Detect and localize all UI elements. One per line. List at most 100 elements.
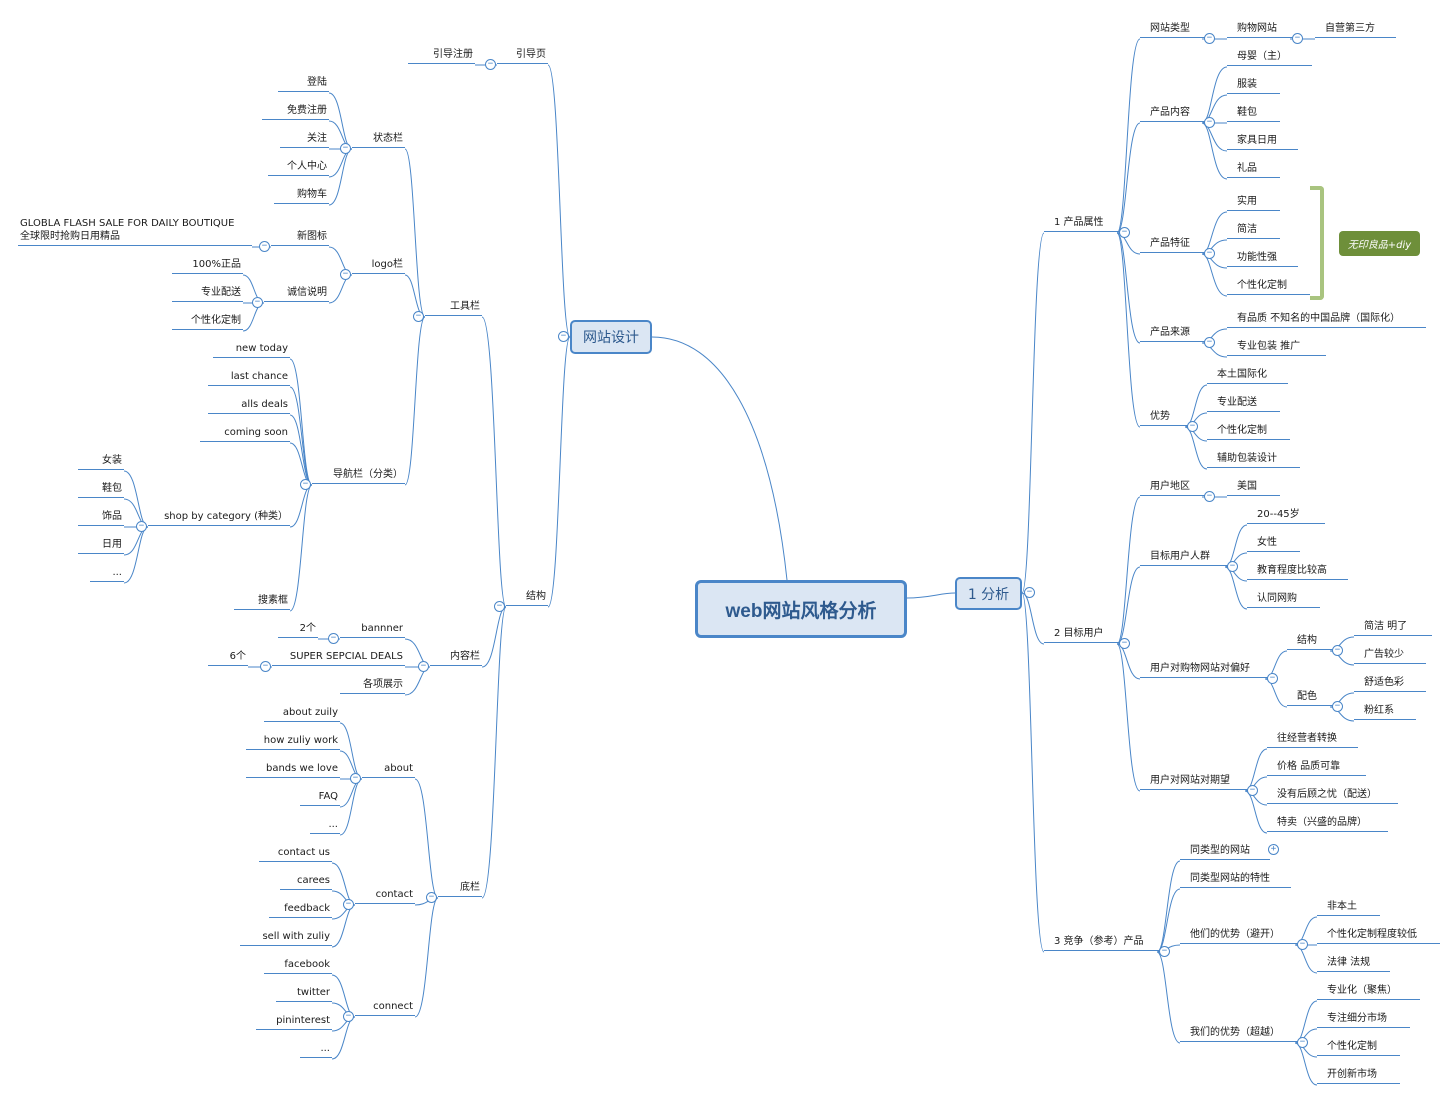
node-product-content[interactable]: 产品内容 bbox=[1140, 106, 1210, 122]
node-connect-more[interactable]: ... bbox=[300, 1042, 332, 1058]
node-comfortable[interactable]: 舒适色彩 bbox=[1354, 676, 1426, 692]
node-displays[interactable]: 各项展示 bbox=[340, 678, 405, 694]
node-search-box[interactable]: 搜素框 bbox=[234, 594, 290, 610]
node-follow[interactable]: 关注 bbox=[280, 132, 329, 148]
collapse-toggle-icon[interactable]: − bbox=[413, 311, 424, 322]
node-practical[interactable]: 实用 bbox=[1227, 195, 1280, 211]
collapse-toggle-icon[interactable]: − bbox=[1297, 1037, 1308, 1048]
collapse-toggle-icon[interactable]: − bbox=[1119, 638, 1130, 649]
node-pref-structure[interactable]: 结构 bbox=[1287, 634, 1338, 650]
node-no-worry[interactable]: 没有后顾之忧（配送） bbox=[1267, 788, 1398, 804]
node-education[interactable]: 教育程度比较高 bbox=[1247, 564, 1348, 580]
node-age[interactable]: 20--45岁 bbox=[1247, 508, 1325, 524]
node-sale[interactable]: 特卖（兴盛的品牌） bbox=[1267, 816, 1388, 832]
node-advantage[interactable]: 优势 bbox=[1140, 410, 1193, 426]
node-genuine[interactable]: 100%正品 bbox=[172, 258, 243, 274]
node-similar-features[interactable]: 同类型网站的特性 bbox=[1180, 872, 1291, 888]
node-user-region[interactable]: 用户地区 bbox=[1140, 480, 1210, 496]
node-new-today[interactable]: new today bbox=[213, 342, 290, 358]
node-pack-design[interactable]: 辅助包装设计 bbox=[1207, 452, 1300, 468]
collapse-toggle-icon[interactable]: − bbox=[1204, 117, 1215, 128]
node-two[interactable]: 2个 bbox=[278, 622, 318, 638]
node-about[interactable]: about bbox=[362, 762, 415, 778]
node-navbar[interactable]: 导航栏（分类） bbox=[312, 468, 405, 484]
node-shopping-site[interactable]: 购物网站 bbox=[1227, 22, 1298, 38]
node-super-deals[interactable]: SUPER SEPCIAL DEALS bbox=[272, 650, 405, 666]
collapse-toggle-icon[interactable]: − bbox=[1204, 491, 1215, 502]
node-trust[interactable]: 诚信说明 bbox=[264, 286, 329, 302]
collapse-toggle-icon[interactable]: − bbox=[136, 521, 147, 532]
node-home[interactable]: 家具日用 bbox=[1227, 134, 1298, 150]
expand-toggle-icon[interactable]: + bbox=[1268, 844, 1279, 855]
node-simple-clear[interactable]: 简洁 明了 bbox=[1354, 620, 1432, 636]
node-connect[interactable]: connect bbox=[355, 1000, 415, 1016]
collapse-toggle-icon[interactable]: − bbox=[350, 773, 361, 784]
node-few-ads[interactable]: 广告较少 bbox=[1354, 648, 1426, 664]
node-contentbar[interactable]: 内容栏 bbox=[430, 650, 482, 666]
node-login[interactable]: 登陆 bbox=[278, 76, 329, 92]
node-carees[interactable]: carees bbox=[280, 874, 332, 890]
collapse-toggle-icon[interactable]: − bbox=[1332, 701, 1343, 712]
collapse-toggle-icon[interactable]: − bbox=[1204, 248, 1215, 259]
node-delivery-l[interactable]: 专业配送 bbox=[172, 286, 243, 302]
node-alls-deals[interactable]: alls deals bbox=[208, 398, 290, 414]
node-custom-l[interactable]: 个性化定制 bbox=[172, 314, 243, 330]
node-site-type[interactable]: 网站类型 bbox=[1140, 22, 1210, 38]
node-self-third[interactable]: 自营第三方 bbox=[1315, 22, 1396, 38]
collapse-toggle-icon[interactable]: − bbox=[259, 241, 270, 252]
collapse-toggle-icon[interactable]: − bbox=[1332, 645, 1343, 656]
node-usa[interactable]: 美国 bbox=[1227, 480, 1280, 496]
node-operator[interactable]: 往经营者转换 bbox=[1267, 732, 1358, 748]
node-preference[interactable]: 用户对购物网站对偏好 bbox=[1140, 662, 1273, 678]
node-product-attr[interactable]: 1 产品属性 bbox=[1044, 216, 1125, 232]
node-baby[interactable]: 母婴（主） bbox=[1227, 50, 1312, 66]
node-how-zuliy[interactable]: how zuliy work bbox=[246, 734, 340, 750]
collapse-toggle-icon[interactable]: − bbox=[1292, 33, 1303, 44]
collapse-toggle-icon[interactable]: − bbox=[418, 661, 429, 672]
node-personal-center[interactable]: 个人中心 bbox=[268, 160, 329, 176]
collapse-toggle-icon[interactable]: − bbox=[340, 143, 351, 154]
node-functional[interactable]: 功能性强 bbox=[1227, 251, 1298, 267]
node-feedback[interactable]: feedback bbox=[269, 902, 332, 918]
node-similar-sites[interactable]: 同类型的网站 bbox=[1180, 844, 1270, 860]
node-pink[interactable]: 粉红系 bbox=[1354, 704, 1416, 720]
node-online-shop[interactable]: 认同网购 bbox=[1247, 592, 1320, 608]
collapse-toggle-icon[interactable]: − bbox=[1204, 337, 1215, 348]
collapse-toggle-icon[interactable]: − bbox=[485, 59, 496, 70]
node-target-users[interactable]: 2 目标用户 bbox=[1044, 627, 1125, 643]
node-women[interactable]: 女装 bbox=[78, 454, 124, 470]
collapse-toggle-icon[interactable]: − bbox=[260, 661, 271, 672]
topic-analysis[interactable]: 1 分析 bbox=[955, 577, 1022, 610]
collapse-toggle-icon[interactable]: − bbox=[252, 297, 263, 308]
node-free-register[interactable]: 免费注册 bbox=[262, 104, 329, 120]
collapse-toggle-icon[interactable]: − bbox=[340, 269, 351, 280]
node-non-local[interactable]: 非本土 bbox=[1317, 900, 1380, 916]
collapse-toggle-icon[interactable]: − bbox=[1297, 939, 1308, 950]
node-target-group[interactable]: 目标用户人群 bbox=[1140, 550, 1233, 566]
node-product-feature[interactable]: 产品特征 bbox=[1140, 237, 1210, 253]
node-product-source[interactable]: 产品来源 bbox=[1140, 326, 1210, 342]
node-law[interactable]: 法律 法规 bbox=[1317, 956, 1390, 972]
node-cat-more[interactable]: ... bbox=[90, 566, 124, 582]
node-local-intl[interactable]: 本土国际化 bbox=[1207, 368, 1288, 384]
node-our-adv[interactable]: 我们的优势（超越） bbox=[1180, 1026, 1303, 1042]
node-contact-us[interactable]: contact us bbox=[259, 846, 332, 862]
node-pref-color[interactable]: 配色 bbox=[1287, 690, 1338, 706]
node-about-zuily[interactable]: about zuily bbox=[264, 706, 340, 722]
node-about-more[interactable]: ... bbox=[310, 818, 340, 834]
node-quality[interactable]: 有品质 不知名的中国品牌（国际化） bbox=[1227, 312, 1426, 328]
node-competition[interactable]: 3 竞争（参考）产品 bbox=[1044, 935, 1165, 951]
node-footer[interactable]: 底栏 bbox=[438, 881, 482, 897]
node-pininterest[interactable]: pininterest bbox=[256, 1014, 332, 1030]
node-daily[interactable]: 日用 bbox=[78, 538, 124, 554]
node-shoes[interactable]: 鞋包 bbox=[78, 482, 124, 498]
collapse-toggle-icon[interactable]: − bbox=[1204, 33, 1215, 44]
collapse-toggle-icon[interactable]: − bbox=[426, 892, 437, 903]
node-gifts[interactable]: 礼品 bbox=[1227, 162, 1280, 178]
node-delivery-r[interactable]: 专业配送 bbox=[1207, 396, 1280, 412]
node-custom-r[interactable]: 个性化定制 bbox=[1227, 279, 1310, 295]
node-shoes-bags[interactable]: 鞋包 bbox=[1227, 106, 1280, 122]
collapse-toggle-icon[interactable]: − bbox=[494, 601, 505, 612]
collapse-toggle-icon[interactable]: − bbox=[300, 479, 311, 490]
